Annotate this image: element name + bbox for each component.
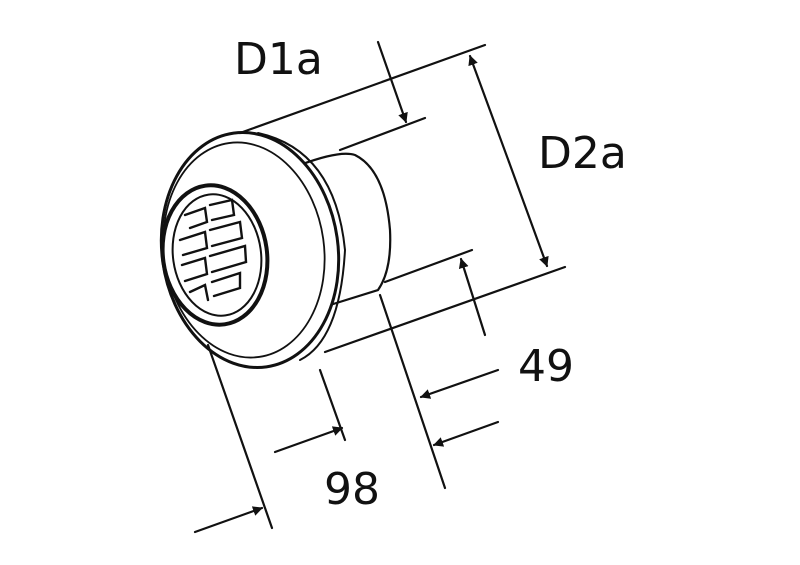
dimension-d2a xyxy=(323,54,567,354)
dimension-98 xyxy=(193,343,347,534)
label-d1a: D1a xyxy=(234,34,323,85)
label-98: 98 xyxy=(324,464,380,515)
vent-grille xyxy=(160,183,270,327)
dimension-49 xyxy=(378,248,500,490)
label-d2a: D2a xyxy=(538,128,627,179)
dimension-d1a xyxy=(238,40,487,152)
label-49: 49 xyxy=(518,341,574,392)
